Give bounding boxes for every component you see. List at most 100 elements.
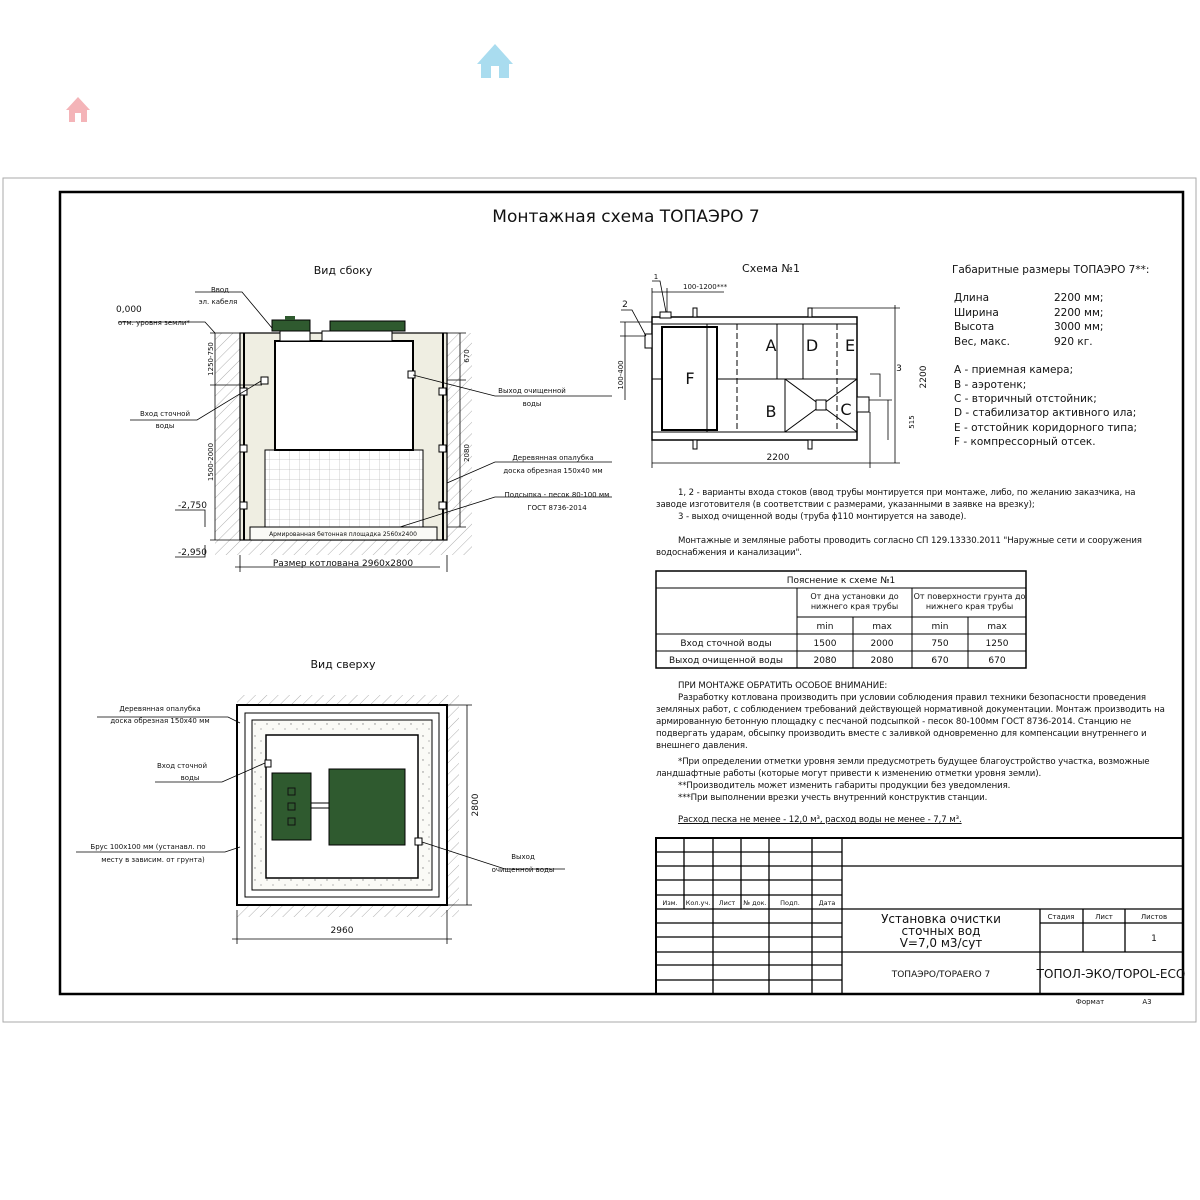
dim-key: Ширина xyxy=(954,307,999,319)
dim-inlet-height: 100-400 xyxy=(617,360,625,389)
row-label: Вход сточной воды xyxy=(680,639,771,649)
stamp-col: № док. xyxy=(742,899,766,907)
attention-text: Разработку котлована производить при усл… xyxy=(656,693,1165,751)
dim-length: 2200 xyxy=(767,453,790,463)
pipe-2-label: 2 xyxy=(622,300,628,310)
cell: 1500 xyxy=(814,639,837,649)
label-e: E xyxy=(845,336,855,355)
company-name: ТОПОЛ-ЭКО/TOPOL-ECO xyxy=(1036,967,1186,981)
top-inlet-label-2: воды xyxy=(181,774,200,782)
label-f: F xyxy=(685,369,694,388)
cable-entry-label-2: эл. кабеля xyxy=(199,298,238,306)
col-min: min xyxy=(932,622,949,632)
stamp-col: Подп. xyxy=(780,899,800,907)
dim-2080: 2080 xyxy=(463,444,471,462)
compartment-f xyxy=(661,326,718,431)
label-a: A xyxy=(766,336,777,355)
slab-label: Армированная бетонная площадка 2560x2400 xyxy=(269,531,417,538)
stamp-col: Изм. xyxy=(662,899,677,907)
legend-item: B - аэротенк; xyxy=(954,379,1026,391)
title-block: Изм. Кол.уч. Лист № док. Подп. Дата Уста… xyxy=(655,837,1186,1006)
scheme-1: Схема №1 1 2 3 xyxy=(617,262,929,468)
dim-1500-2000: 1500-2000 xyxy=(207,443,215,481)
tank-body xyxy=(274,340,414,451)
note-standards: Монтажные и земляные работы проводить со… xyxy=(656,536,1142,558)
note-inlets: 1, 2 - варианты входа стоков (ввод трубы… xyxy=(656,488,1136,510)
stamp-col: Лист xyxy=(719,899,736,907)
top-formwork-label-2: доска обрезная 150x40 мм xyxy=(110,717,209,725)
top-formwork-label: Деревянная опалубка xyxy=(119,705,200,713)
tank-lower-section xyxy=(264,449,424,528)
side-view-heading: Вид сбоку xyxy=(314,264,373,277)
format-label: Формат xyxy=(1076,998,1104,1006)
concrete-slab xyxy=(249,526,438,541)
ground-level-value: 0,000 xyxy=(116,305,142,315)
label-d: D xyxy=(806,336,818,355)
product-name: Установка очистки xyxy=(881,912,1001,926)
dim-value: 920 кг. xyxy=(1054,336,1093,348)
sheet-inner-frame xyxy=(58,190,1185,996)
label-c: C xyxy=(840,400,851,419)
scheme-heading: Схема №1 xyxy=(742,262,800,275)
dim-value: 2200 мм; xyxy=(1054,307,1103,319)
stamp-col: Дата xyxy=(819,899,836,907)
explanation-table: Пояснение к схеме №1 От дна установки до… xyxy=(655,570,1027,669)
tank-lid-large xyxy=(329,320,406,332)
pipe-3-label: 3 xyxy=(896,364,902,374)
drawing-title: Монтажная схема ТОПАЭРО 7 xyxy=(492,207,759,227)
attention-heading: ПРИ МОНТАЖЕ ОБРАТИТЬ ОСОБОЕ ВНИМАНИЕ: xyxy=(678,681,888,691)
tank-hatch xyxy=(328,768,406,846)
dim-offset: 100-1200*** xyxy=(683,283,728,291)
dim-value: 3000 мм; xyxy=(1054,321,1103,333)
beam-label-2: месту в зависим. от грунта) xyxy=(101,856,205,864)
beam-label: Брус 100x100 мм (устанавл. по xyxy=(90,843,205,851)
side-inlet-label-2: воды xyxy=(156,422,175,430)
table-title: Пояснение к схеме №1 xyxy=(787,576,896,586)
footnote-2: **Производитель может изменить габариты … xyxy=(678,781,1011,791)
dim-key: Вес, макс. xyxy=(954,336,1010,348)
stage-header: Стадия xyxy=(1048,913,1075,921)
dim-value: 2200 мм; xyxy=(1054,292,1103,304)
top-outlet-label-2: очищенной воды xyxy=(492,866,555,874)
dim-key: Высота xyxy=(954,321,994,333)
label-b: B xyxy=(766,402,777,421)
cell: 1250 xyxy=(986,639,1009,649)
level-2950: -2,950 xyxy=(178,548,207,558)
col-max: max xyxy=(987,622,1007,632)
product-name-2: сточных вод xyxy=(902,924,981,938)
sheets-header: Листов xyxy=(1141,913,1167,921)
top-inlet-label: Вход сточной xyxy=(157,762,207,770)
top-view-heading: Вид сверху xyxy=(310,658,376,671)
cell: 2080 xyxy=(814,656,837,666)
col-min: min xyxy=(817,622,834,632)
side-inlet-label: Вход сточной xyxy=(140,410,190,418)
dim-670: 670 xyxy=(463,349,471,362)
cell: 670 xyxy=(988,656,1005,666)
cable-entry-label: Ввод xyxy=(211,286,229,294)
cell: 750 xyxy=(931,639,948,649)
watermark-house-icon xyxy=(477,44,513,78)
consumption-note: Расход песка не менее - 12,0 м³, расход … xyxy=(678,815,962,825)
dim-2800: 2800 xyxy=(471,793,481,816)
format-value: А3 xyxy=(1142,998,1151,1006)
footnote-3: ***При выполнении врезки учесть внутренн… xyxy=(678,793,988,803)
level-2750: -2,750 xyxy=(178,501,207,511)
cell: 2080 xyxy=(871,656,894,666)
dim-2960: 2960 xyxy=(331,926,354,936)
footnote-1: *При определении отметки уровня земли пр… xyxy=(656,757,1150,779)
watermark-house-icon xyxy=(66,97,90,122)
capacity: V=7,0 м3/сут xyxy=(900,936,983,950)
dim-key: Длина xyxy=(954,292,989,304)
sand-label: Подсыпка - песок 80-100 мм xyxy=(505,491,610,499)
sheet-header: Лист xyxy=(1095,913,1113,921)
dim-height: 2200 xyxy=(919,365,929,388)
legend-item: F - компрессорный отсек. xyxy=(954,436,1096,448)
sheets-value: 1 xyxy=(1151,934,1157,944)
pit-size-label: Размер котлована 2960x2800 xyxy=(273,559,414,569)
note-outlet: 3 - выход очищенной воды (труба ϕ110 мон… xyxy=(678,512,967,522)
stamp-col: Кол.уч. xyxy=(686,899,711,907)
legend-item: C - вторичный отстойник; xyxy=(954,393,1097,405)
dim-1250-750: 1250-750 xyxy=(207,342,215,376)
